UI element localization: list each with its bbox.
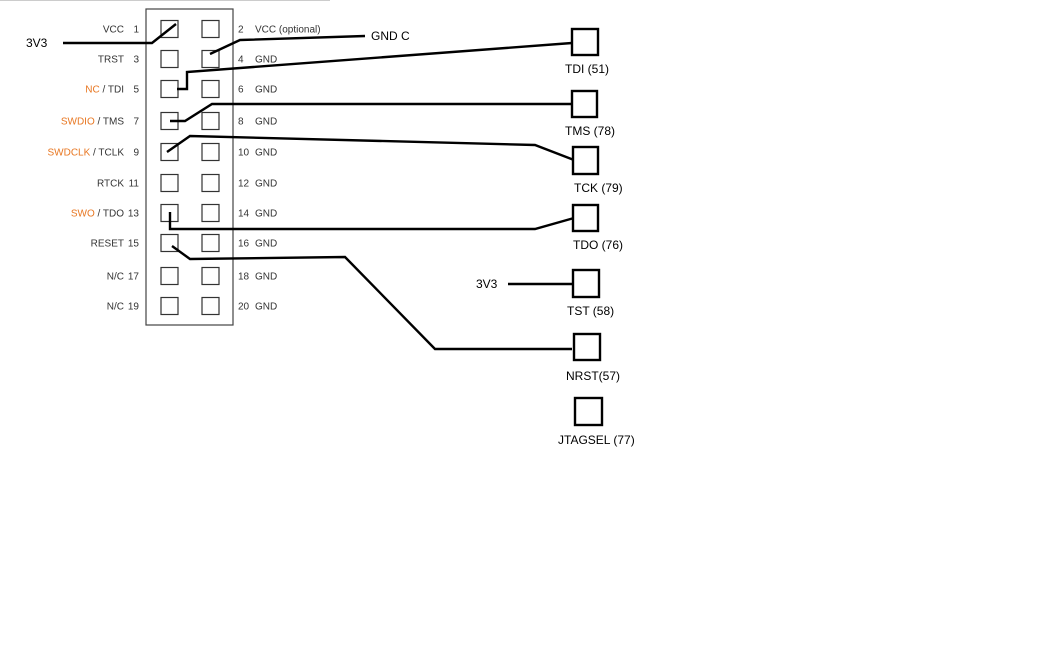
header-left-jtag-name: RESET [91,239,124,250]
header-pin-10 [201,142,220,162]
wire-tdi [177,41,573,91]
header-left-pin-number: 1 [133,25,139,36]
label-3v3-left: 3V3 [26,36,48,50]
header-right-signal-label: GND [255,302,277,313]
header-left-pin-number: 17 [128,272,140,283]
header-left-jtag-name: / TDI [100,85,124,96]
header-left-pin-number: 7 [133,117,139,128]
header-left-signal-label: VCC [103,25,124,36]
tdi-pad [570,27,600,57]
header-left-jtag-name: VCC [103,25,124,36]
header-left-jtag-name: N/C [107,302,124,313]
header-left-signal-label: SWDIO / TMS [61,117,124,128]
jtagsel-pad [573,396,604,427]
header-pin-5 [160,79,179,99]
header-pin-3 [160,49,179,69]
header-right-signal-label: GND [255,239,277,250]
header-pin-11 [160,173,179,193]
tck-pad [571,145,600,176]
header-pin-20 [201,296,220,316]
nrst-pad-label: NRST(57) [566,369,620,383]
header-left-swd-name: SWO [71,209,95,220]
tms-pad [570,89,599,119]
wire-tdo [168,212,575,231]
header-left-jtag-name: N/C [107,272,124,283]
label-gnd-c: GND C [371,29,410,43]
target-pads: TDI (51) TMS (78) TCK (79) TDO (76) TST … [558,27,635,447]
wires [63,23,575,351]
wire-nrst [171,245,572,351]
header-pins [160,19,220,316]
header-right-signal-label: VCC (optional) [255,25,321,36]
header-right-pin-number: 2 [238,25,244,36]
header-right-signal-label: GND [255,179,277,190]
header-left-pin-number: 19 [128,302,140,313]
header-left-signal-label: TRST [98,55,124,66]
header-left-pin-number: 9 [133,148,139,159]
header-right-pin-number: 6 [238,85,244,96]
header-left-signal-label: NC / TDI [85,85,124,96]
header-left-jtag-name: / TCLK [90,148,124,159]
label-3v3-tst: 3V3 [476,277,498,291]
header-right-pin-number: 18 [238,272,250,283]
header-left-swd-name: SWDCLK [47,148,90,159]
jtagsel-pad-label: JTAGSEL (77) [558,433,635,447]
tst-pad [571,268,601,299]
header-left-signal-label: RESET [91,239,124,250]
header-right-signal-label: GND [255,85,277,96]
header-left-signal-label: SWO / TDO [71,209,124,220]
header-right-pin-number: 8 [238,117,244,128]
jtag-header-body [145,8,234,326]
wire-tms [170,102,572,123]
wire-tck [166,134,575,162]
header-left-signal-label: SWDCLK / TCLK [47,148,124,159]
header-left-jtag-name: / TMS [95,117,125,128]
header-right-pin-number: 14 [238,209,250,220]
header-left-signal-label: RTCK [97,179,124,190]
header-pin-16 [201,233,220,253]
tdi-pad-label: TDI (51) [565,62,609,76]
header-left-jtag-name: TRST [98,55,124,66]
nrst-pad [572,332,602,362]
header-right-pin-number: 16 [238,239,250,250]
header-left-swd-name: NC [85,85,99,96]
header-right-pin-number: 4 [238,55,244,66]
header-left-signal-label: N/C [107,302,124,313]
header-left-pin-number: 5 [133,85,139,96]
header-left-pin-number: 13 [128,209,140,220]
header-right-signal-label: GND [255,117,277,128]
header-pin-12 [201,173,220,193]
header-left-swd-name: SWDIO [61,117,95,128]
header-pin-14 [201,203,220,223]
header-left-signal-label: N/C [107,272,124,283]
header-right-pin-number: 12 [238,179,250,190]
header-right-pin-number: 10 [238,148,250,159]
tdo-pad [571,203,600,233]
header-pin-8 [201,111,220,131]
header-pin-17 [160,266,179,286]
tms-pad-label: TMS (78) [565,124,615,138]
header-pin-19 [160,296,179,316]
tck-pad-label: TCK (79) [574,181,623,195]
header-pin-2 [201,19,220,39]
header-left-pin-number: 3 [133,55,139,66]
wire-3v3-to-vcc [63,23,177,45]
header-right-pin-number: 20 [238,302,250,313]
header-right-signal-label: GND [255,272,277,283]
header-left-pin-number: 11 [129,179,140,190]
header-left-pin-number: 15 [128,239,140,250]
header-pin-4 [201,49,220,69]
header-pin-18 [201,266,220,286]
wire-gnd-c [209,34,366,56]
tst-pad-label: TST (58) [567,304,614,318]
header-left-jtag-name: / TDO [95,209,124,220]
header-right-signal-label: GND [255,209,277,220]
header-right-signal-label: GND [255,148,277,159]
header-right-signal-label: GND [255,55,277,66]
tdo-pad-label: TDO (76) [573,238,623,252]
header-pin-6 [201,79,220,99]
header-left-jtag-name: RTCK [97,179,124,190]
